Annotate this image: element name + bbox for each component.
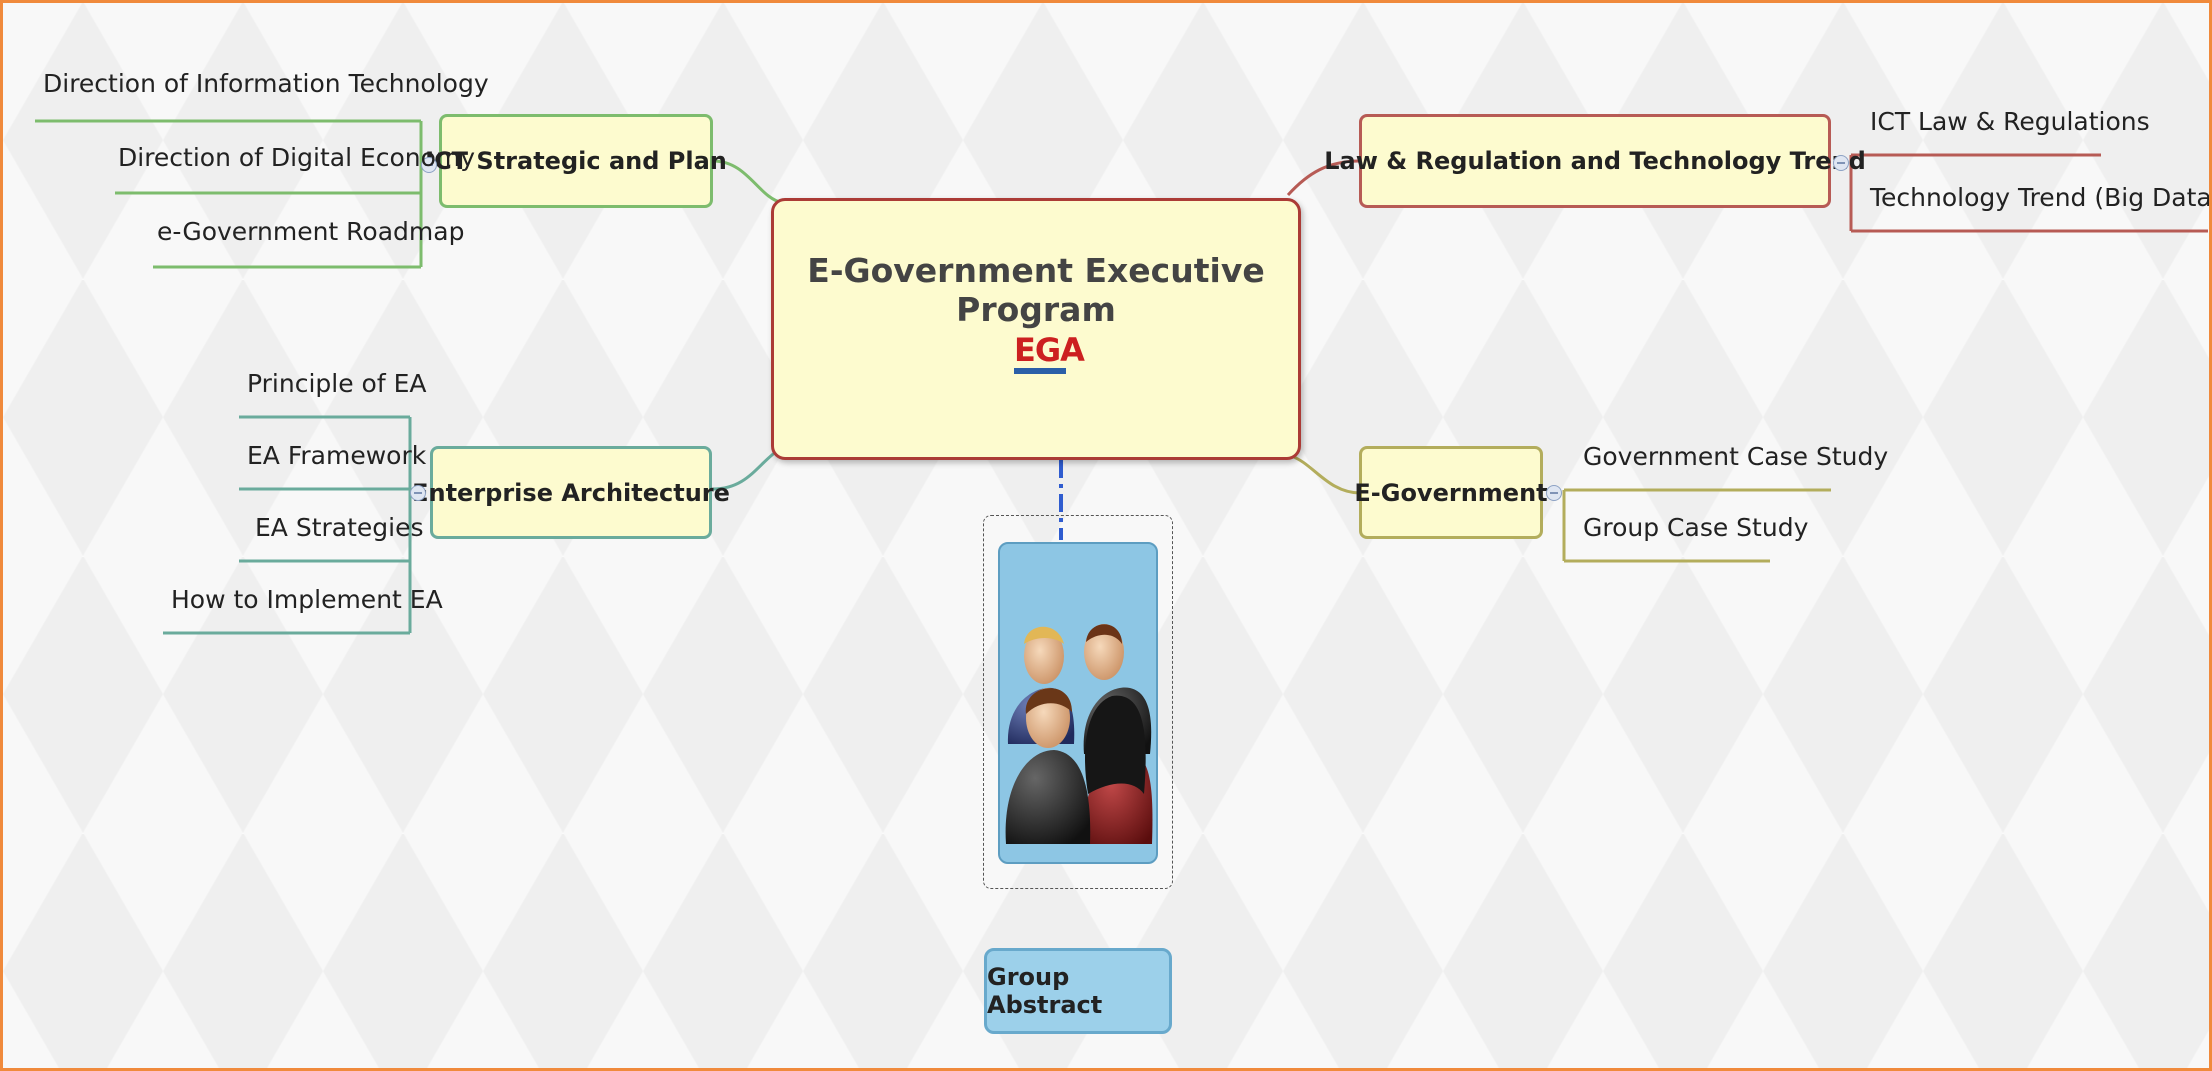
connector-law [1286, 159, 1361, 197]
sub-egov-2[interactable]: Group Case Study [1583, 513, 1809, 542]
people-picture [998, 542, 1158, 864]
central-topic-title: E-Government Executive Program [807, 251, 1265, 329]
topic-law-regulation[interactable]: Law & Regulation and Technology Trend [1324, 114, 1866, 208]
ega-logo: EGA [1014, 331, 1085, 374]
ict-sub-lines [35, 119, 423, 269]
sub-ict-1[interactable]: Direction of Information Technology [43, 69, 489, 98]
topic-ict-strategic[interactable]: ICT Strategic and Plan [425, 114, 727, 208]
topic-egov-label: E-Government [1354, 478, 1548, 507]
collapse-ict-icon[interactable] [421, 157, 437, 173]
connector-lines [35, 119, 2208, 635]
central-topic[interactable]: E-Government Executive Program EGA [771, 198, 1301, 460]
connector-egov [1290, 454, 1361, 495]
ega-logo-text: EGA [1014, 331, 1085, 369]
sub-egov-1[interactable]: Government Case Study [1583, 442, 1889, 471]
topic-ict-label: ICT Strategic and Plan [425, 147, 727, 175]
ea-sub-lines [163, 415, 412, 635]
sub-ea-4[interactable]: How to Implement EA [171, 585, 443, 614]
sub-ea-1[interactable]: Principle of EA [247, 369, 427, 398]
collapse-law-icon[interactable] [1833, 155, 1849, 171]
topic-law-label: Law & Regulation and Technology Trend [1324, 147, 1866, 175]
topic-enterprise-architecture[interactable]: Enterprise Architecture [412, 446, 730, 539]
group-abstract-label: Group Abstract [987, 963, 1103, 1019]
sub-ict-2[interactable]: Direction of Digital Economy [118, 143, 476, 172]
egov-sub-lines [1562, 488, 1831, 563]
people-group-icon [1005, 624, 1153, 844]
sub-ict-3[interactable]: e-Government Roadmap [157, 217, 465, 246]
group-abstract-topic[interactable]: Group Abstract [984, 948, 1172, 1034]
collapse-ea-icon[interactable] [410, 485, 426, 501]
ega-logo-bar [1014, 368, 1066, 374]
sub-law-1[interactable]: ICT Law & Regulations [1870, 107, 2150, 136]
picture-frame[interactable] [983, 515, 1173, 889]
collapse-egov-icon[interactable] [1546, 485, 1562, 501]
sub-ea-2[interactable]: EA Framework [247, 441, 427, 470]
topic-e-government[interactable]: E-Government [1354, 446, 1548, 539]
law-sub-lines [1849, 153, 2208, 233]
sub-ea-3[interactable]: EA Strategies [255, 513, 424, 542]
sub-law-2[interactable]: Technology Trend (Big Data, etc) [1870, 183, 2212, 212]
topic-ea-label: Enterprise Architecture [412, 478, 730, 507]
